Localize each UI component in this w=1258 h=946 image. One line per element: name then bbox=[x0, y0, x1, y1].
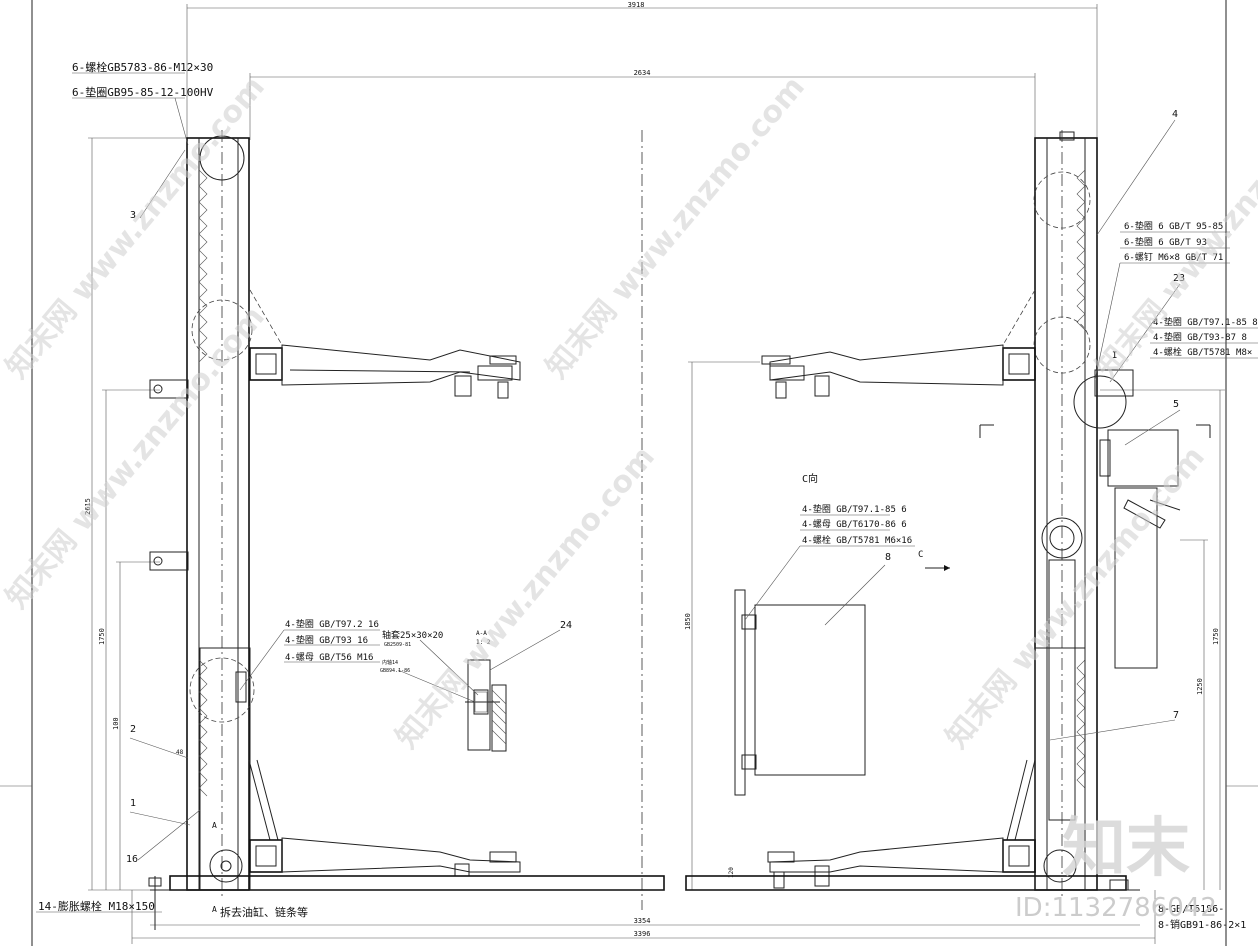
part-24: 24 bbox=[560, 620, 572, 631]
dim-top-inner: 2634 bbox=[634, 69, 651, 77]
watermark-4: 知末网 www.znzmo.com bbox=[389, 440, 662, 755]
callout-washer-top: 6-垫圈GB95-85-12-100HV bbox=[72, 85, 214, 99]
right-lower-arm bbox=[767, 837, 1036, 889]
part-1: 1 bbox=[130, 798, 136, 809]
left-upper-arm bbox=[249, 289, 521, 399]
left-lower-arm bbox=[249, 837, 521, 877]
callout-bottom-right: 8-GB/T6186- bbox=[1158, 904, 1224, 915]
dim-left-mid: 1750 bbox=[98, 628, 106, 645]
dim-left-low: 100 bbox=[112, 717, 120, 730]
part-16: 16 bbox=[126, 854, 138, 865]
callout-anchor-bolt: 14-膨胀螺栓 M18×150 bbox=[38, 899, 155, 913]
left-base bbox=[148, 875, 665, 930]
callout-remove-note: 拆去油缸、链条等 bbox=[220, 905, 308, 919]
top-dimensions: 3918 2634 bbox=[186, 1, 1098, 140]
annotations: 6-螺栓GB5783-86-M12×30 6-垫圈GB95-85-12-100H… bbox=[38, 60, 1258, 931]
callout-bushing-std: GB2509-81 bbox=[384, 642, 411, 648]
part-23: 23 bbox=[1173, 273, 1185, 284]
part-8: 8 bbox=[885, 552, 891, 563]
right-base bbox=[685, 875, 1140, 891]
view-c-label: C向 bbox=[802, 472, 818, 485]
part-2: 2 bbox=[130, 724, 136, 735]
callout-bushing: 轴套25×30×20 bbox=[382, 629, 443, 641]
power-unit bbox=[1073, 369, 1181, 669]
callout-pin-std: GB894.1-86 bbox=[380, 668, 410, 674]
center-group-line3: 4-螺栓 GB/T5781 M6×16 bbox=[802, 534, 912, 546]
center-group-line1: 4-垫圈 GB/T97.1-85 6 bbox=[802, 503, 907, 515]
left-group-line1: 4-垫圈 GB/T97.2 16 bbox=[285, 618, 379, 630]
dim-bottom-inner: 3354 bbox=[634, 917, 651, 925]
section-scale: 1: 2 bbox=[476, 639, 491, 646]
view-arrows bbox=[925, 424, 1211, 571]
left-group-line3: 4-螺母 GB/T56 M16 bbox=[285, 652, 373, 663]
section-mark-a: A bbox=[212, 821, 217, 830]
dim-top-overall: 3918 bbox=[628, 1, 645, 9]
section-mark-i: I bbox=[1112, 351, 1117, 361]
image-id: ID:1132786042 bbox=[1015, 893, 1217, 923]
callout-bolt-top: 6-螺栓GB5783-86-M12×30 bbox=[72, 60, 213, 74]
right-group1-line3: 6-螺钉 M6×8 GB/T 71 bbox=[1124, 252, 1223, 263]
dim-center-height: 1850 bbox=[684, 613, 692, 630]
left-dimensions: 2615 1750 100 48 bbox=[84, 137, 200, 891]
right-group2-line1: 4-垫圈 GB/T97.1-85 8 bbox=[1153, 316, 1258, 328]
dim-right-height: 1750 bbox=[1212, 628, 1220, 645]
watermark-5: 知末网 www.znzmo.com bbox=[939, 440, 1212, 755]
dim-bottom-overall: 3396 bbox=[634, 930, 651, 938]
section-detail bbox=[465, 659, 507, 752]
dim-base: 120 bbox=[728, 867, 735, 878]
right-group2-line3: 4-螺栓 GB/T5781 M8× bbox=[1153, 346, 1252, 358]
right-dimensions: 1750 1250 1850 120 bbox=[684, 361, 1225, 890]
left-group-line2: 4-垫圈 GB/T93 16 bbox=[285, 634, 368, 646]
dim-left-small: 48 bbox=[176, 749, 184, 756]
part-4: 4 bbox=[1172, 109, 1178, 120]
left-column bbox=[186, 130, 279, 900]
site-logo: 知末 bbox=[1062, 812, 1190, 886]
section-label: A-A bbox=[476, 630, 487, 637]
callout-bottom-pin: 8-销GB91-86-2×1 bbox=[1158, 918, 1246, 931]
right-group1-line2: 6-垫圈 6 GB/T 93 bbox=[1124, 236, 1207, 248]
left-side-plates bbox=[149, 379, 189, 571]
section-mark-a-bottom: A bbox=[212, 905, 217, 914]
right-group1-line1: 6-垫圈 6 GB/T 95-85 bbox=[1124, 220, 1223, 232]
arrow-c-label: C bbox=[918, 550, 923, 560]
leader-lines bbox=[36, 72, 1258, 913]
center-group-line2: 4-螺母 GB/T6170-86 6 bbox=[802, 519, 907, 530]
part-3: 3 bbox=[130, 210, 136, 221]
dim-right-low: 1250 bbox=[1196, 678, 1204, 695]
callout-pin-note: 内轴14 bbox=[382, 659, 398, 666]
part-7: 7 bbox=[1173, 710, 1179, 721]
watermark-2: 知末网 www.znzmo.com bbox=[539, 70, 812, 385]
right-column bbox=[1006, 130, 1098, 900]
dim-left-height: 2615 bbox=[84, 498, 92, 515]
right-group2-line2: 4-垫圈 GB/T93-87 8 bbox=[1153, 331, 1247, 343]
control-box bbox=[734, 589, 866, 796]
right-upper-arm bbox=[761, 289, 1036, 399]
bottom-dimensions: 3354 3396 bbox=[131, 890, 1156, 944]
part-5: 5 bbox=[1173, 399, 1179, 410]
